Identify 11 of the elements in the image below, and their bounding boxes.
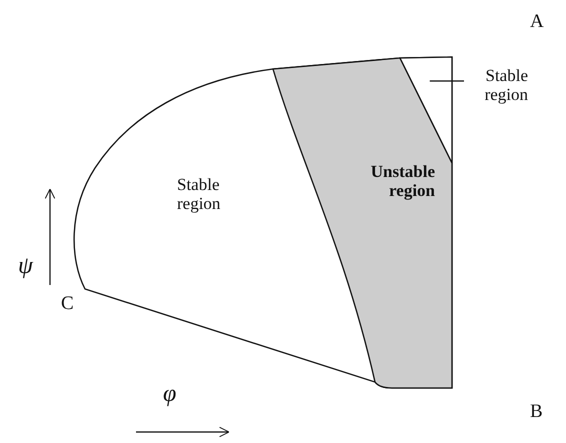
region-wedge xyxy=(399,56,453,165)
point-label: A xyxy=(530,12,544,32)
region-label: Stable region xyxy=(177,175,267,217)
point-label: C xyxy=(61,294,74,314)
region-label: Stable region xyxy=(464,66,528,108)
region-label: Unstable region xyxy=(370,162,435,200)
leader-line xyxy=(430,80,464,82)
axis-label: φ xyxy=(163,384,176,404)
point-label: B xyxy=(530,402,543,422)
axis-label: ψ xyxy=(18,256,33,276)
shaded-region xyxy=(273,56,455,390)
